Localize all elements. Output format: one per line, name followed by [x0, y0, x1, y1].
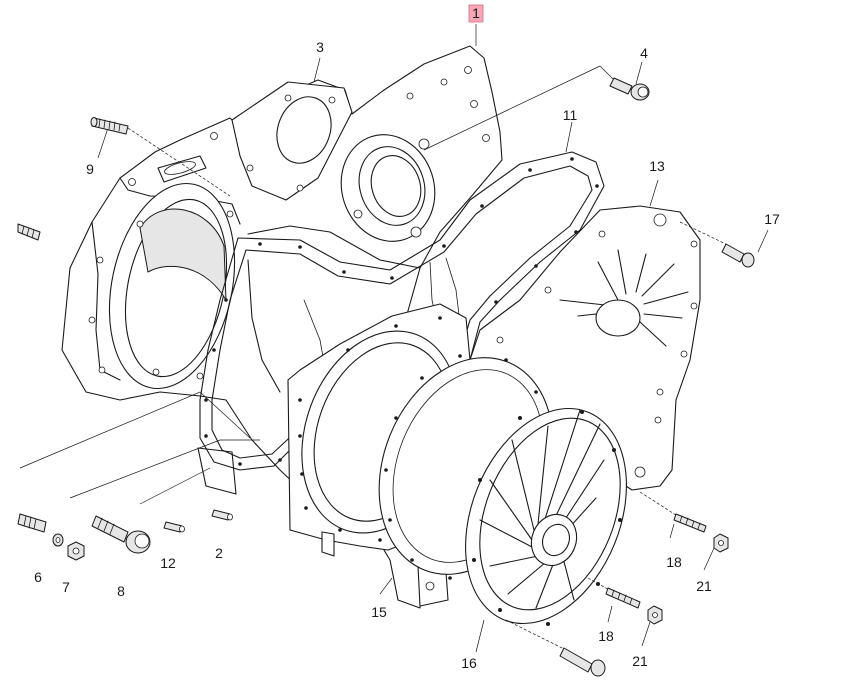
part-18-stud-upper — [673, 513, 707, 533]
part-2-dowel — [211, 509, 233, 521]
callout-2[interactable]: 2 — [215, 545, 223, 561]
part-18-stud-lower — [605, 587, 641, 609]
part-8-bolt — [91, 515, 151, 554]
callout-6[interactable]: 6 — [34, 569, 42, 585]
callout-9[interactable]: 9 — [86, 161, 94, 177]
callout-16[interactable]: 16 — [461, 655, 477, 671]
front-cover-bolt — [559, 647, 606, 677]
callout-1-highlight — [468, 4, 484, 23]
part-12-dowel — [163, 521, 185, 533]
callout-17[interactable]: 17 — [764, 211, 780, 227]
callout-21-upper[interactable]: 21 — [696, 578, 712, 594]
part-9-stud — [90, 117, 129, 135]
part-6-screw — [17, 513, 64, 547]
part-13-rear-cover — [467, 205, 701, 491]
part-21-nut-lower — [647, 605, 663, 625]
leader-lines — [19, 24, 769, 653]
part-3-cover-gasket — [231, 81, 353, 201]
callout-18-lower[interactable]: 18 — [598, 628, 614, 644]
part-4-bolt — [609, 77, 650, 101]
part-16-front-cover — [465, 407, 627, 626]
callout-18-upper[interactable]: 18 — [666, 554, 682, 570]
callout-4[interactable]: 4 — [640, 45, 648, 61]
callout-13[interactable]: 13 — [649, 158, 665, 174]
left-stud — [17, 223, 41, 241]
callout-3[interactable]: 3 — [316, 39, 324, 55]
callout-1[interactable]: 1 — [472, 5, 480, 21]
part-7-nut — [67, 541, 85, 561]
callout-12[interactable]: 12 — [160, 555, 176, 571]
callout-7[interactable]: 7 — [62, 579, 70, 595]
callout-21-lower[interactable]: 21 — [632, 653, 648, 669]
callout-15[interactable]: 15 — [371, 604, 387, 620]
part-21-nut-upper — [713, 533, 729, 553]
part-17-bolt — [721, 243, 755, 268]
callout-8[interactable]: 8 — [117, 583, 125, 599]
callout-11[interactable]: 11 — [563, 107, 578, 123]
